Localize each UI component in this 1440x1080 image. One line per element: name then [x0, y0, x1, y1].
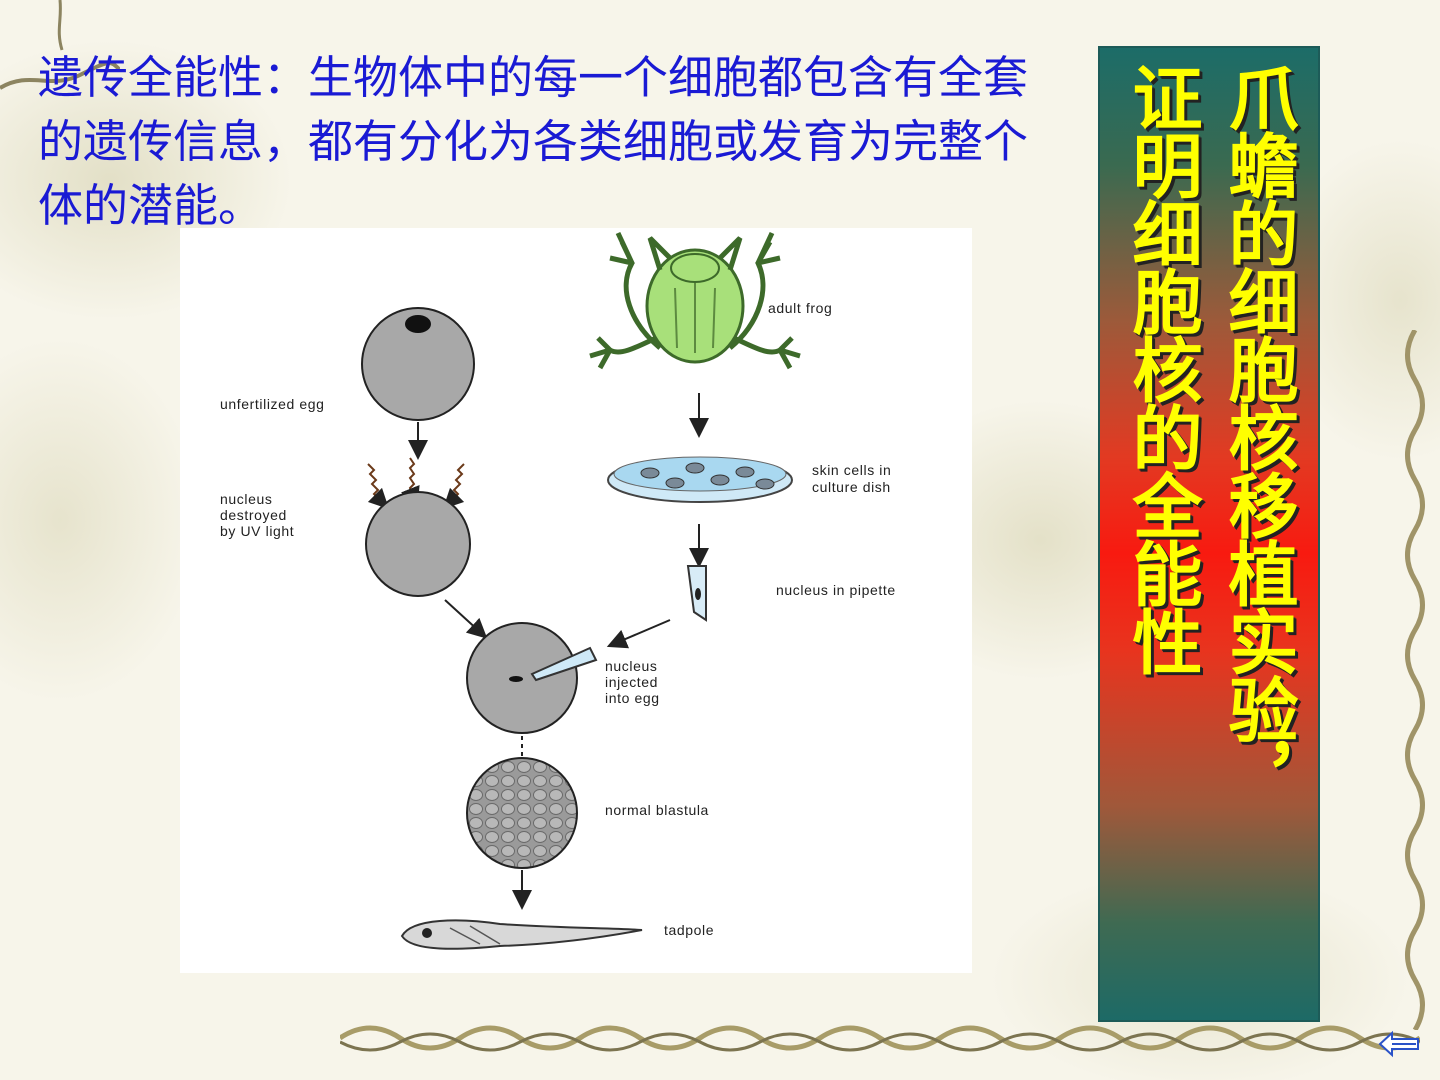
- vine-decoration-right: [1405, 330, 1425, 1030]
- label-nucleus-destroyed-line3: by UV light: [220, 523, 294, 539]
- nuclear-transfer-diagram: adult frog skin cells in culture dish nu…: [180, 228, 972, 973]
- page-title: 遗传全能性：生物体中的每一个细胞都包含有全套的遗传信息，都有分化为各类细胞或发育…: [38, 51, 1029, 232]
- title-banner: 爪蟾的细胞核移植实验， 证明细胞核的全能性: [1098, 46, 1320, 1022]
- unfertilized-egg-icon: [361, 307, 475, 421]
- label-injected-line3: into egg: [605, 690, 660, 706]
- adult-frog-icon: [589, 231, 801, 370]
- label-nucleus-destroyed-line2: destroyed: [220, 507, 287, 523]
- label-nucleus-in-pipette: nucleus in pipette: [776, 582, 896, 598]
- uv-light-rays-icon: [367, 457, 465, 510]
- banner-line-2: 证明细胞核的全能性: [1121, 62, 1203, 674]
- label-nucleus-destroyed-line1: nucleus: [220, 491, 272, 507]
- pipette-icon: [686, 565, 707, 622]
- blastula-icon: [466, 757, 578, 869]
- vine-decoration-top-left: [0, 0, 120, 90]
- banner-line-1: 爪蟾的细胞核移植实验，: [1217, 62, 1299, 810]
- injected-egg-icon: [466, 622, 598, 734]
- back-arrow-icon[interactable]: [1378, 1030, 1420, 1058]
- label-skin-cells-line2: culture dish: [812, 479, 891, 495]
- tadpole-icon: [400, 919, 643, 950]
- label-unfertilized-egg: unfertilized egg: [220, 396, 325, 412]
- enucleated-egg-icon: [365, 491, 471, 597]
- culture-dish-icon: [607, 456, 793, 503]
- vine-decoration-bottom: [340, 1025, 1420, 1052]
- label-normal-blastula: normal blastula: [605, 802, 709, 818]
- label-skin-cells-line1: skin cells in: [812, 462, 891, 478]
- label-injected-line1: nucleus: [605, 658, 657, 674]
- diagram-canvas: adult frog skin cells in culture dish nu…: [220, 231, 896, 950]
- label-tadpole: tadpole: [664, 922, 714, 938]
- label-injected-line2: injected: [605, 674, 658, 690]
- label-adult-frog: adult frog: [768, 300, 832, 316]
